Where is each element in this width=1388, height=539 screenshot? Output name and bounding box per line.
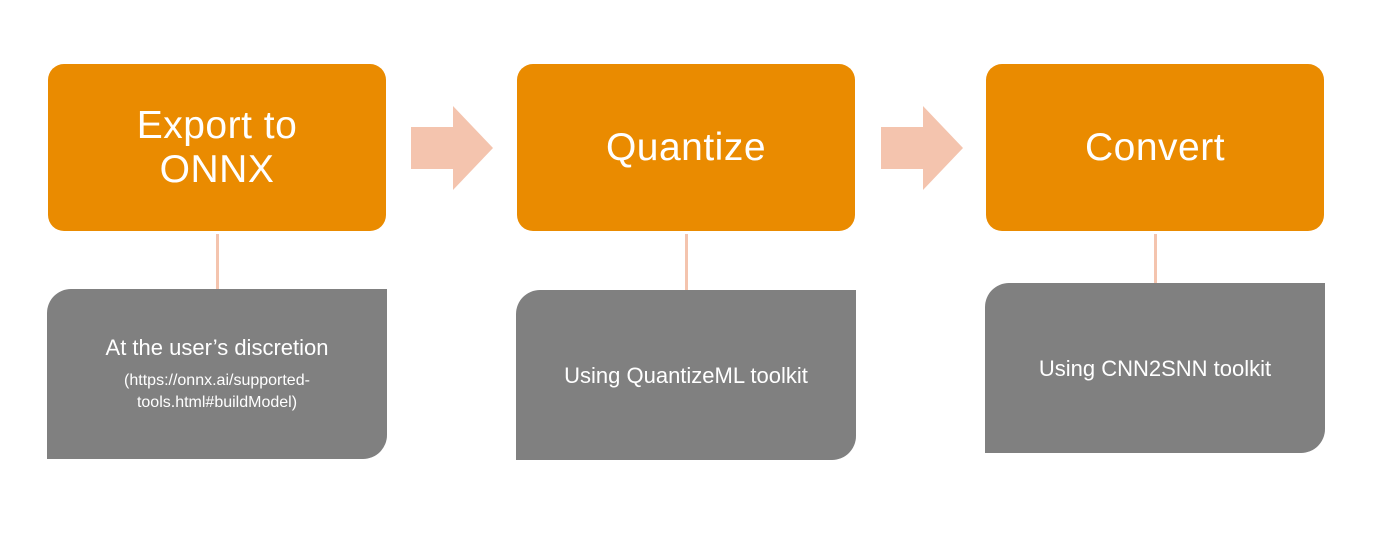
- desc-quantize: Using QuantizeML toolkit: [516, 290, 856, 460]
- desc-export-onnx-link: (https://onnx.ai/supported-tools.html#bu…: [124, 372, 310, 411]
- step-export-onnx: Export to ONNX: [48, 64, 386, 231]
- step-quantize-title: Quantize: [605, 125, 767, 169]
- desc-convert-text: Using CNN2SNN toolkit: [1038, 356, 1272, 381]
- step-export-onnx-title: Export to ONNX: [136, 103, 298, 191]
- right-arrow-icon: [411, 106, 493, 190]
- connector-line-1: [216, 234, 219, 290]
- step-convert-title: Convert: [1084, 125, 1226, 169]
- desc-export-onnx: At the user’s discretion (https://onnx.a…: [47, 289, 387, 459]
- connector-line-2: [685, 234, 688, 290]
- desc-export-onnx-text: At the user’s discretion: [105, 335, 329, 360]
- desc-quantize-text: Using QuantizeML toolkit: [564, 363, 808, 388]
- desc-convert: Using CNN2SNN toolkit: [985, 283, 1325, 453]
- step-quantize: Quantize: [517, 64, 855, 231]
- connector-line-3: [1154, 234, 1157, 284]
- right-arrow-icon: [881, 106, 963, 190]
- step-convert: Convert: [986, 64, 1324, 231]
